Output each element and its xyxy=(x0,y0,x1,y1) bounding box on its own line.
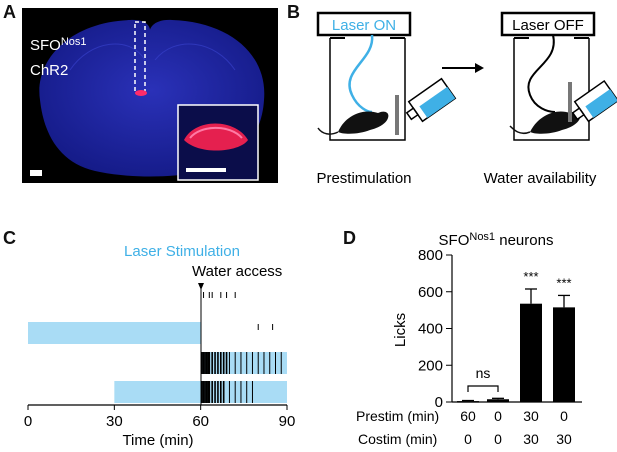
laser-period xyxy=(200,352,287,374)
significance-stars: *** xyxy=(556,275,571,290)
raster-x-tick-label: 0 xyxy=(24,413,32,430)
prestim-caption: Prestimulation xyxy=(316,170,411,187)
laser-on-label: Laser ON xyxy=(332,17,396,34)
water-access-label: Water access xyxy=(192,263,282,280)
spout-right xyxy=(568,82,572,122)
fiber-on xyxy=(348,34,374,114)
bar-y-tick-label: 200 xyxy=(418,357,443,374)
laser-period xyxy=(28,322,201,344)
bar-y-tick-label: 400 xyxy=(418,321,443,338)
cage-left xyxy=(329,38,406,141)
spout-left xyxy=(395,95,399,135)
costim-value: 30 xyxy=(523,431,539,447)
ns-label: ns xyxy=(476,365,491,381)
raster-x-tick-label: 30 xyxy=(106,413,123,430)
bottle-left xyxy=(405,77,457,123)
panel-letter-d: D xyxy=(343,228,356,248)
inset-scale-bar xyxy=(186,168,226,172)
costim-value: 0 xyxy=(494,431,502,447)
ns-bracket xyxy=(467,385,499,392)
bottle-right xyxy=(571,79,617,123)
fiber-off xyxy=(527,34,556,113)
raster-x-tick-label: 60 xyxy=(192,413,209,430)
cage-right xyxy=(513,38,590,141)
raster-plot: Laser Stimulation Water access 0 30 60 90 T… xyxy=(24,243,296,449)
costim-row-label: Costim (min) xyxy=(358,431,437,447)
costim-value: 0 xyxy=(464,431,472,447)
panel-a-image: SFONos1 ChR2 xyxy=(22,8,278,183)
bar xyxy=(520,303,542,402)
laser-stim-label: Laser Stimulation xyxy=(124,243,240,260)
significance-stars: *** xyxy=(523,269,538,284)
prestim-value: 30 xyxy=(523,408,539,424)
water-caption: Water availability xyxy=(484,170,597,187)
prestim-value: 60 xyxy=(460,408,476,424)
label-sfo: SFONos1 xyxy=(30,36,87,54)
panel-letter-a: A xyxy=(3,2,16,22)
bar-y-tick-label: 800 xyxy=(418,247,443,264)
laser-off-box xyxy=(500,11,596,37)
mouse-right xyxy=(530,111,581,134)
raster-x-label: Time (min) xyxy=(122,432,193,449)
panel-letter-c: C xyxy=(3,228,16,248)
mouse-left xyxy=(338,111,389,134)
bar xyxy=(487,399,509,402)
label-chr2: ChR2 xyxy=(30,62,68,79)
brain-contour xyxy=(69,43,146,71)
bar xyxy=(553,307,575,402)
prestim-row-label: Prestim (min) xyxy=(356,408,439,424)
bar-y-tick-label: 0 xyxy=(435,394,443,411)
bar-y-label: Licks xyxy=(392,313,409,347)
inset-sfo-highlight xyxy=(189,126,243,139)
scale-bar xyxy=(30,170,42,176)
laser-on-box xyxy=(316,11,412,37)
prestim-value: 0 xyxy=(560,408,568,424)
arrow-head xyxy=(475,63,484,73)
brain-contour xyxy=(154,43,236,71)
bar-chart-title: SFONos1 neurons xyxy=(439,231,554,249)
mouse-right-tail xyxy=(509,125,531,135)
mouse-left-tail xyxy=(317,127,339,135)
prestim-value: 0 xyxy=(494,408,502,424)
costim-value: 30 xyxy=(556,431,572,447)
panel-b-schematic: Laser ON Prestimulation Laser OFF Water xyxy=(316,11,617,187)
bar-y-tick-label: 600 xyxy=(418,284,443,301)
sfo-marker xyxy=(135,90,147,96)
bar xyxy=(457,401,479,403)
laser-off-label: Laser OFF xyxy=(512,17,584,34)
panel-letter-b: B xyxy=(287,2,300,22)
raster-x-tick-label: 90 xyxy=(279,413,296,430)
